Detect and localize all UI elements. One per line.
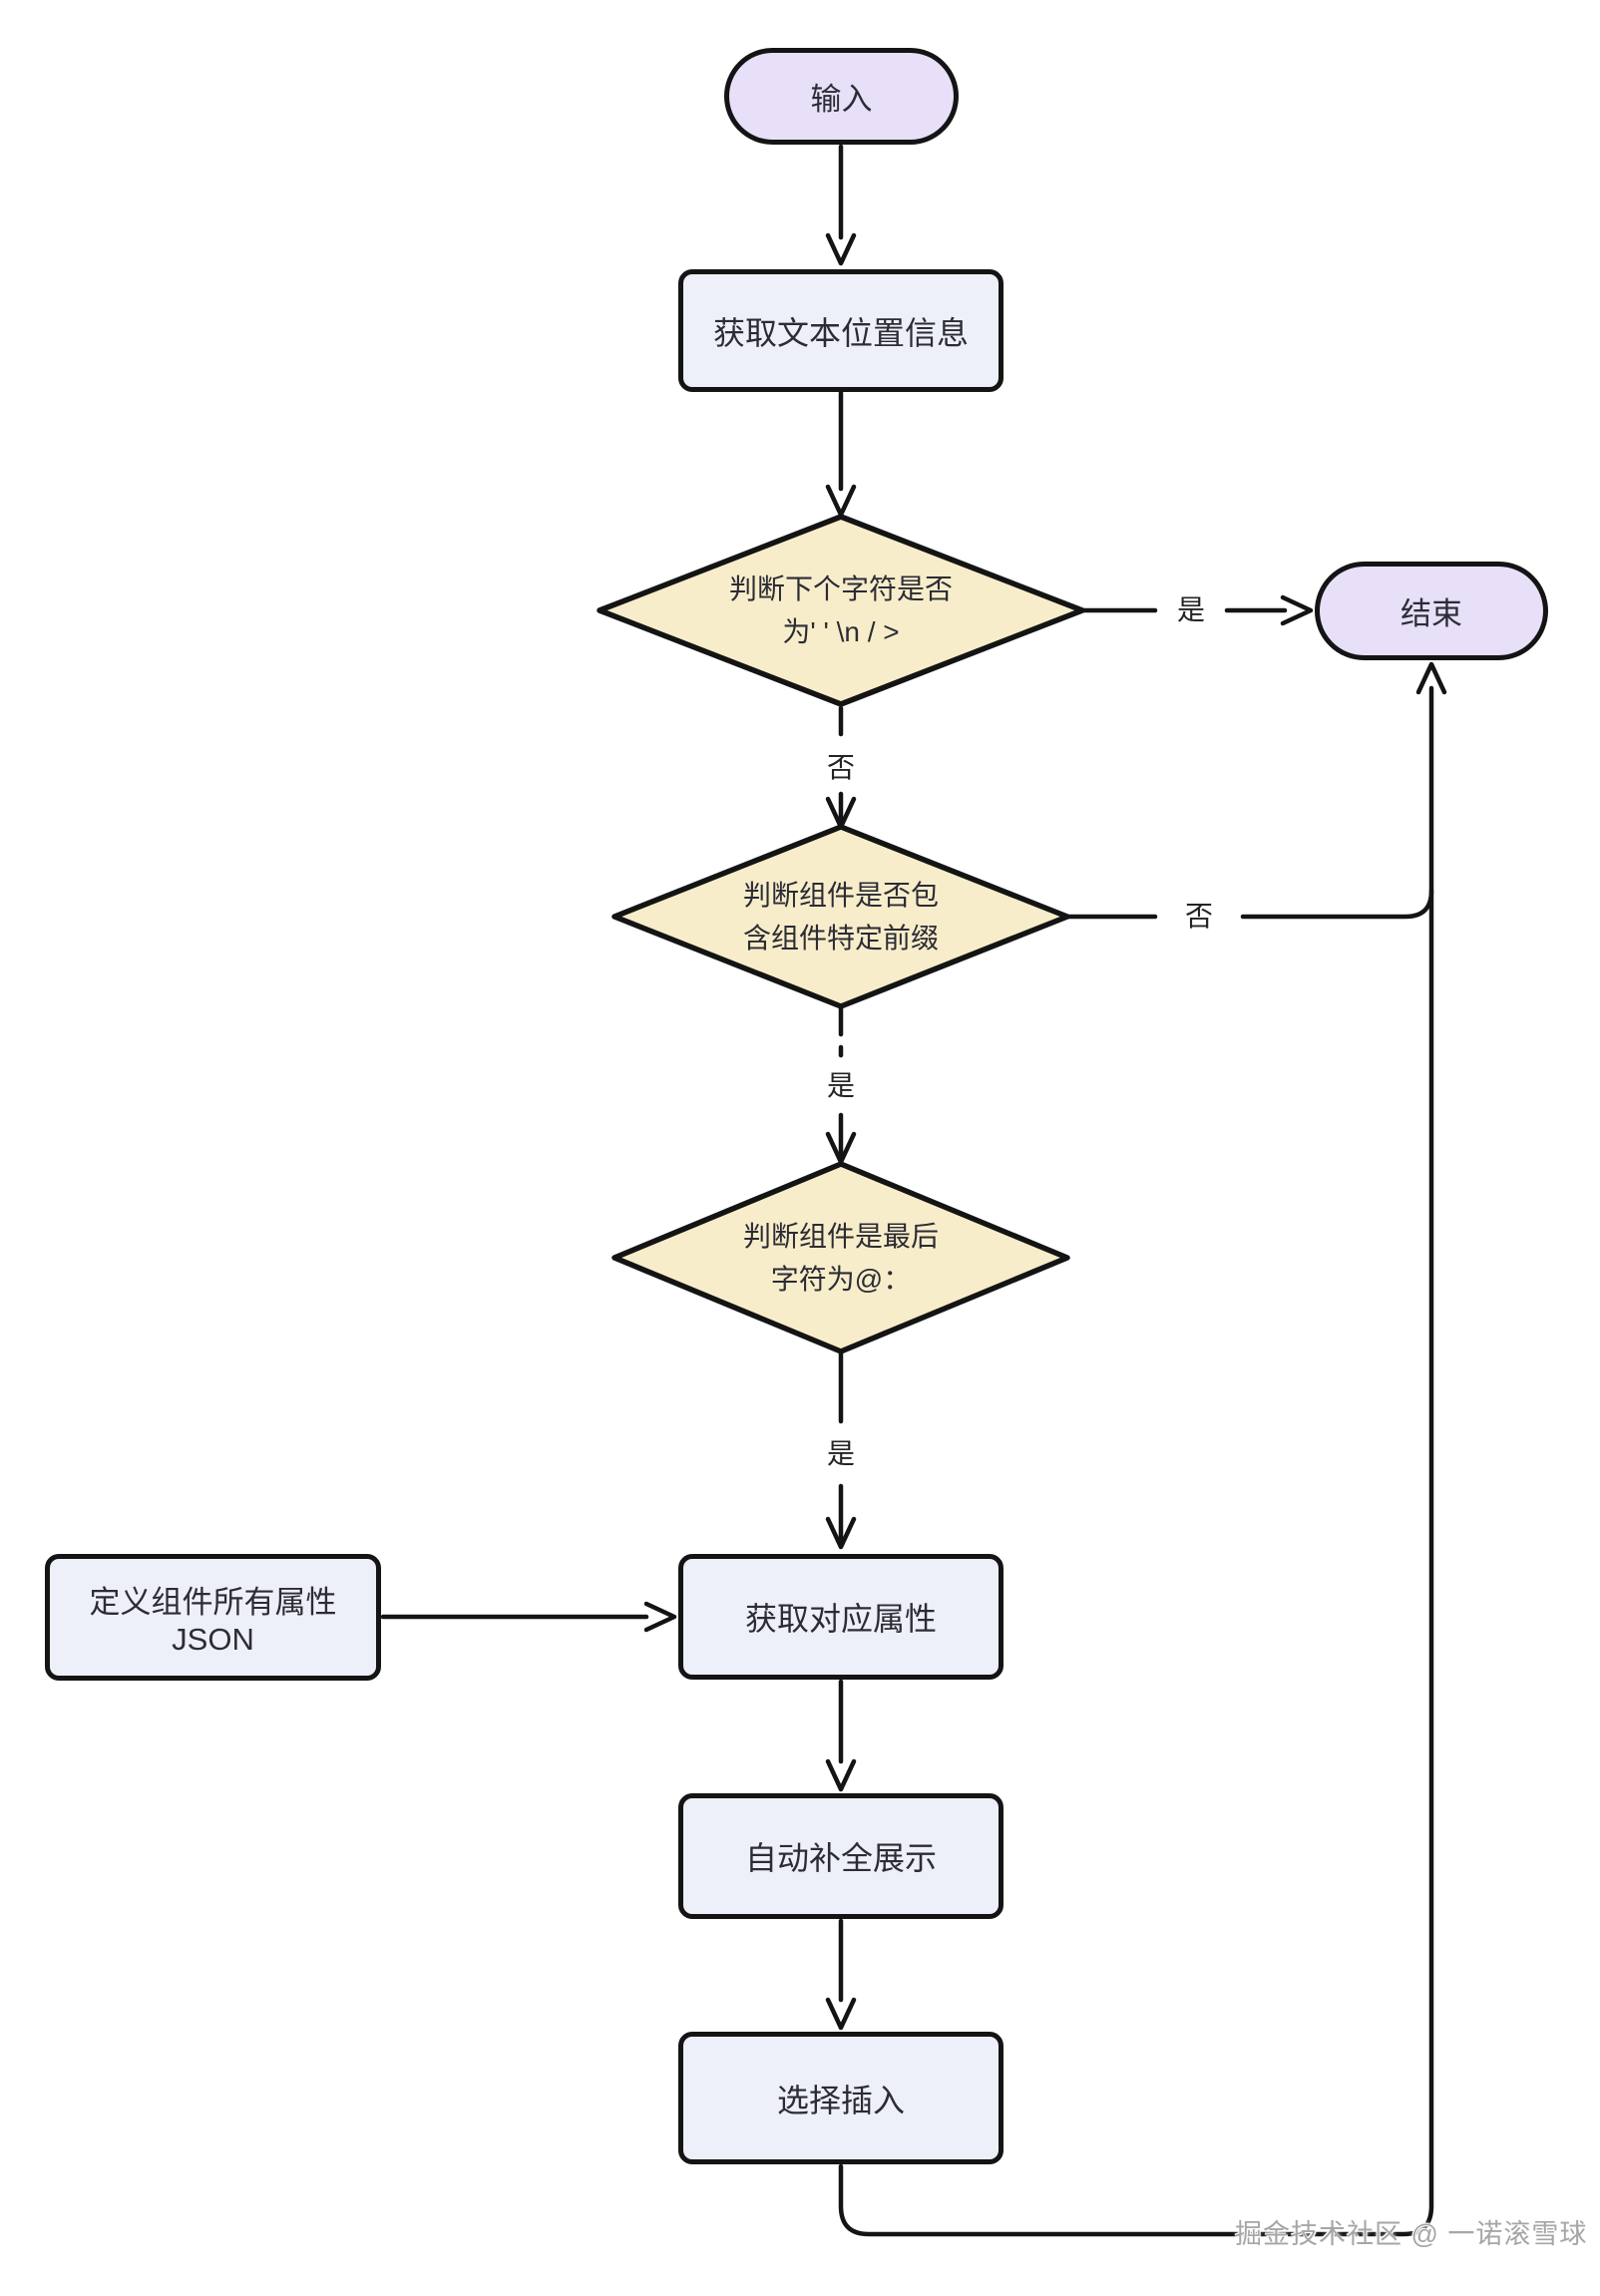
start-node: 输入 (724, 48, 959, 145)
arrowhead-down-icon (825, 1758, 857, 1792)
edge-label-decision3-yes: 是 (823, 1438, 859, 1470)
edge-decision2-no-b (1240, 888, 1434, 920)
edge-label-decision2-no: 否 (1181, 901, 1217, 933)
decision-next-char-label: 判断下个字符是否 为' ' \n / > (728, 573, 953, 647)
decision-prefix-shape (611, 824, 1070, 1009)
get-attrs-node: 获取对应属性 (678, 1554, 1003, 1680)
arrowhead-down-icon (825, 1997, 857, 2031)
decision-last-char-label: 判断组件是最后 字符为@： (742, 1220, 939, 1295)
decision-last-char-shape (611, 1161, 1070, 1354)
arrowhead-down-icon (825, 1516, 857, 1550)
arrowhead-up-icon (1415, 661, 1447, 695)
edge-select-to-end-return (838, 685, 1434, 2237)
watermark: 掘金技术社区 @ 一诺滚雪球 (1235, 2219, 1588, 2249)
get-text-position-node: 获取文本位置信息 (678, 269, 1003, 392)
edge-label-decision2-yes: 是 (823, 1070, 859, 1102)
decision-next-char-shape (597, 514, 1085, 707)
decision-prefix-label: 判断组件是否包 含组件特定前缀 (742, 879, 939, 954)
arrowhead-down-icon (825, 232, 857, 266)
end-node: 结束 (1315, 562, 1548, 660)
arrowhead-right-icon (643, 1601, 677, 1633)
select-insert-node: 选择插入 (678, 2032, 1003, 2164)
autocomplete-show-node: 自动补全展示 (678, 1793, 1003, 1919)
arrowhead-right-icon (1280, 594, 1314, 626)
edge-label-decision1-no: 否 (823, 752, 859, 784)
define-json-node: 定义组件所有属性JSON (45, 1554, 381, 1681)
edge-label-decision1-yes: 是 (1173, 594, 1209, 626)
